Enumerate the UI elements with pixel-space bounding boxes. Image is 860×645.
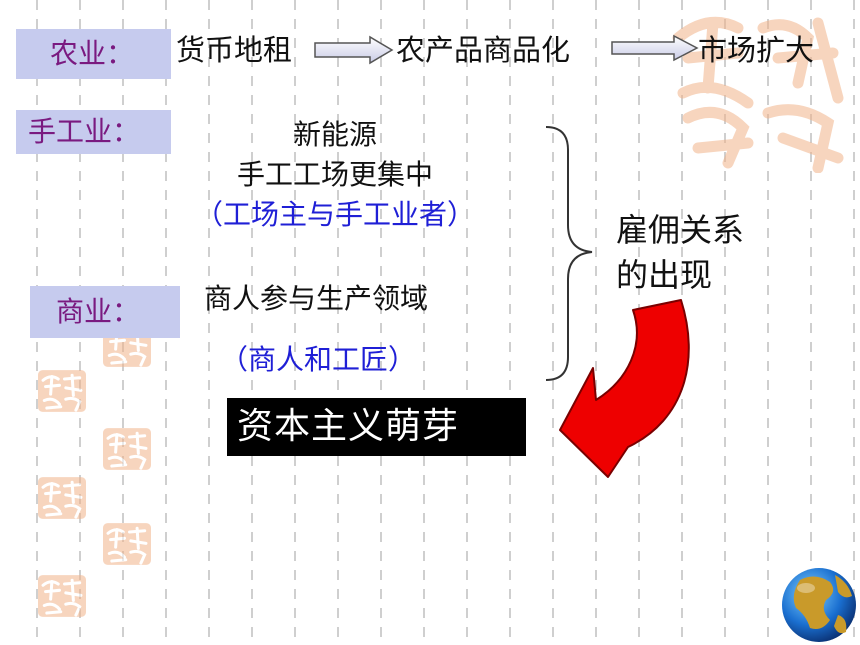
capitalism-sprouts-box: 资本主义萌芽 <box>227 398 526 456</box>
flow-item-commercialization: 农产品商品化 <box>396 33 571 67</box>
handicraft-workshops: 手工工场更集中 <box>236 158 433 191</box>
seal-stamp-icon <box>672 16 844 173</box>
seal-stamp-icon <box>38 477 86 519</box>
handicraft-label: 手工业： <box>16 110 171 154</box>
commerce-participants: （商人和工匠） <box>220 343 417 376</box>
seal-stamp-icon <box>103 523 151 565</box>
seal-stamp-icon <box>103 428 151 470</box>
flow-item-market-expansion: 市场扩大 <box>698 33 815 67</box>
handicraft-participants: （工场主与手工业者） <box>194 198 475 231</box>
seal-stamp-icon <box>38 370 86 412</box>
agriculture-label: 农业： <box>16 29 171 79</box>
employment-line-2: 的出现 <box>616 256 713 294</box>
flow-item-money-rent: 货币地租 <box>176 33 293 67</box>
employment-line-1: 雇佣关系 <box>616 211 745 249</box>
commerce-production: 商人参与生产领域 <box>204 282 429 315</box>
handicraft-new-energy: 新能源 <box>292 118 377 151</box>
commerce-label: 商业： <box>30 286 180 338</box>
seal-stamp-icon <box>38 575 86 617</box>
